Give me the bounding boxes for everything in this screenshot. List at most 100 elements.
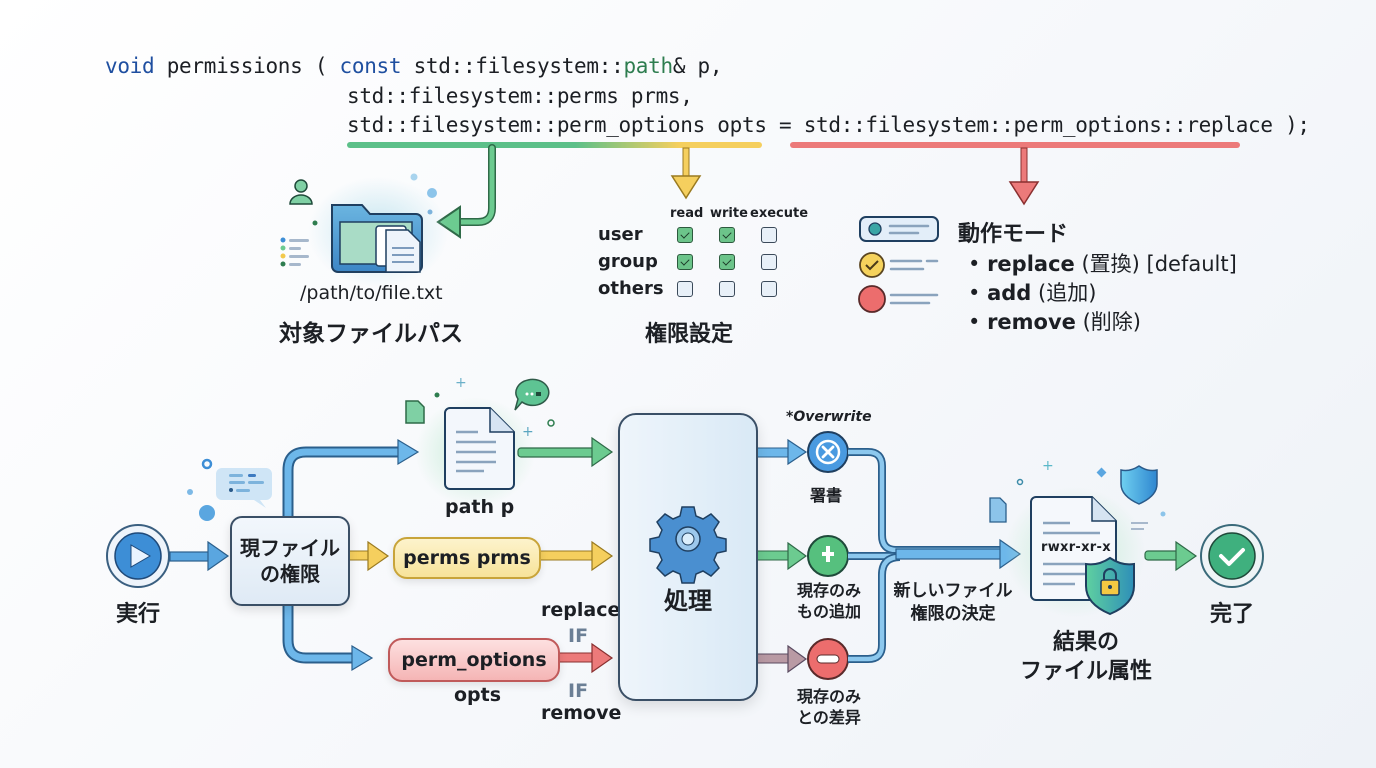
- branch-lower: [282, 602, 356, 664]
- remove-if-label: remove: [541, 702, 622, 724]
- replace-if-label: replace: [541, 599, 621, 621]
- permission-row-label: others: [598, 278, 664, 299]
- decide-line1: 新しいファイル: [893, 581, 1013, 601]
- underline-path-perms: [347, 142, 762, 148]
- merge-from-overwrite: [848, 448, 1000, 554]
- shield-icon: [1120, 465, 1158, 505]
- arrow-to-remove: [787, 644, 808, 674]
- permission-row-user: user: [598, 224, 798, 246]
- user-icon: [289, 179, 313, 205]
- arrow-to-perms: [367, 540, 390, 572]
- chat-bubble-icon: [187, 458, 272, 521]
- permission-checkbox-group-execute[interactable]: [761, 254, 777, 270]
- mode-default-note: [default]: [1146, 252, 1237, 276]
- permission-checkbox-group-read[interactable]: [677, 254, 693, 270]
- permission-checkbox-user-execute[interactable]: [761, 227, 777, 243]
- function-name: permissions (: [154, 54, 340, 78]
- signature-line-2: std::filesystem::perms prms,: [347, 84, 693, 108]
- current-perms-line2: の権限: [260, 562, 320, 586]
- if-label-1: IF: [568, 625, 589, 647]
- svg-text:+: +: [455, 375, 467, 391]
- decide-line2: 権限の決定: [910, 604, 996, 624]
- if-label-2: IF: [568, 680, 589, 702]
- overwrite-note: *Overwrite: [786, 409, 872, 425]
- column-write: write: [710, 206, 748, 221]
- permission-row-others: others: [598, 278, 798, 300]
- mode-item-replace: • replace (置換) [default]: [968, 252, 1237, 276]
- process-label: 処理: [664, 587, 712, 615]
- permission-row-label: user: [598, 224, 643, 245]
- result-line1: 結果の: [1052, 630, 1119, 655]
- permission-checkbox-others-read[interactable]: [677, 281, 693, 297]
- arrow-perms-to-process: [591, 540, 614, 572]
- result-perm-string: rwxr-xr-x: [1041, 540, 1111, 555]
- start-label: 実行: [116, 602, 161, 627]
- mode-name: replace: [987, 252, 1075, 276]
- red-dot-icon: [858, 285, 939, 313]
- gear-icon: [649, 506, 727, 584]
- arrow-to-add: [787, 541, 808, 571]
- current-perms-box: 現ファイル の権限: [230, 516, 350, 606]
- branch-upper: [282, 446, 402, 518]
- mode-item-add: • add (追加): [968, 281, 1097, 305]
- signature-line-3: std::filesystem::perm_options opts = std…: [347, 113, 1310, 137]
- options-connector-arrow: [1008, 181, 1040, 206]
- perm-options-pill: perm_options: [388, 638, 560, 682]
- column-execute: execute: [750, 206, 809, 221]
- mode-jp: (削除): [1082, 310, 1141, 334]
- play-icon: [106, 524, 170, 588]
- type-path: path: [623, 54, 673, 78]
- op-add-label: 現存のみ もの追加: [794, 580, 864, 622]
- param-p: & p,: [672, 54, 723, 78]
- decide-label: 新しいファイル 権限の決定: [888, 580, 1018, 626]
- modes-title: 動作モード: [958, 222, 1069, 247]
- underline-options: [790, 142, 1240, 148]
- opts-label: opts: [454, 684, 502, 706]
- namespace-text: std::filesystem::: [401, 54, 624, 78]
- lock-shield-icon: [1085, 556, 1135, 616]
- arrow-to-overwrite: [787, 438, 808, 466]
- keyword-const: const: [339, 54, 402, 78]
- permission-row-group: group: [598, 251, 798, 273]
- perms-connector-arrow: [670, 175, 702, 200]
- permission-checkbox-user-read[interactable]: [677, 227, 693, 243]
- path-p-label: path p: [445, 496, 515, 518]
- permission-checkbox-others-write[interactable]: [719, 281, 735, 297]
- arrow-path-to-process: [591, 436, 614, 468]
- arrow-options-to-process: [591, 642, 614, 674]
- folder-icon: [308, 177, 448, 287]
- result-line2: ファイル属性: [1019, 659, 1152, 684]
- op-add-line1: 現存のみ: [796, 581, 861, 600]
- add-plus-icon: [807, 535, 849, 577]
- list-decoration-icon: [280, 173, 437, 267]
- permission-checkbox-group-write[interactable]: [719, 254, 735, 270]
- mode-jp: (追加): [1038, 281, 1097, 305]
- permission-checkbox-user-write[interactable]: [719, 227, 735, 243]
- permission-row-label: group: [598, 251, 658, 272]
- done-check-icon: [1200, 524, 1264, 588]
- sparkle-decoration: + +: [405, 375, 555, 440]
- arrow-to-done: [1175, 540, 1198, 572]
- perms-prms-pill: perms prms: [393, 537, 541, 579]
- keyword-void: void: [105, 54, 155, 78]
- modes-list: • replace (置換) [default] • add (追加) • re…: [968, 250, 1237, 337]
- permission-grid-caption: 権限設定: [645, 322, 734, 347]
- mode-item-remove: • remove (削除): [968, 310, 1141, 334]
- op-overwrite-label: 署書: [810, 486, 843, 505]
- target-path-text: /path/to/file.txt: [300, 282, 443, 304]
- result-decorations: +: [989, 458, 1166, 530]
- op-remove-label: 現存のみ との差异: [794, 686, 864, 728]
- mode-card-icon: [859, 216, 939, 242]
- mode-jp: (置換): [1081, 252, 1140, 276]
- process-box: 処理: [618, 413, 758, 701]
- op-remove-line2: との差异: [797, 708, 861, 727]
- current-perms-line1: 現ファイル: [240, 536, 340, 560]
- permission-checkbox-others-execute[interactable]: [761, 281, 777, 297]
- signature-line-1: void permissions ( const std::filesystem…: [105, 54, 722, 78]
- op-add-line2: もの追加: [796, 602, 861, 621]
- result-label: 結果の ファイル属性: [1011, 628, 1161, 686]
- arrow-start: [207, 540, 230, 572]
- overwrite-x-icon: [807, 431, 849, 473]
- column-read: read: [670, 206, 704, 221]
